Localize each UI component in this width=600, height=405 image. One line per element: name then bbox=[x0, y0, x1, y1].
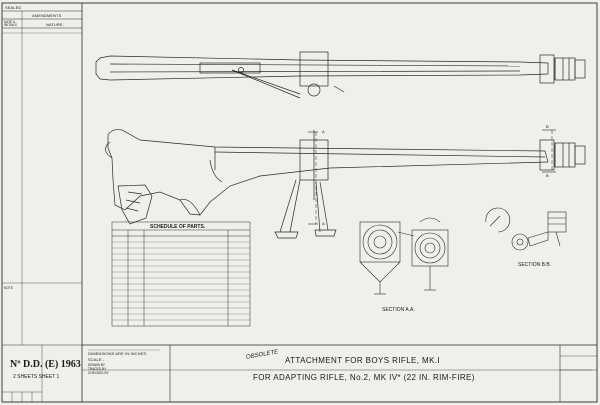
sheet-count: 2 SHEETS SHEET 1 bbox=[13, 374, 60, 380]
note-label: NOTE bbox=[4, 286, 13, 290]
drawing-number: Nº D.D. (E) 1963 bbox=[10, 359, 81, 370]
drawn-by-label: DRAWN BY bbox=[88, 363, 106, 367]
amendments-label: AMENDMENTS bbox=[32, 13, 62, 18]
cut-label-b-bottom: B bbox=[546, 173, 549, 178]
sealed-label: SEALED bbox=[5, 5, 22, 10]
checked-by-label: CHECKED BY bbox=[88, 371, 109, 375]
cut-label-b-top: B bbox=[546, 124, 549, 129]
traced-by-label: TRACED BY bbox=[88, 367, 107, 371]
section-aa-label: SECTION A.A. bbox=[382, 307, 415, 313]
cut-label-a-top: A bbox=[322, 129, 325, 134]
drawing-title-line2: FOR ADAPTING RIFLE, No.2, MK IV* (22 IN.… bbox=[253, 373, 475, 382]
date-initials-header: DATE & INITIALS bbox=[4, 20, 17, 28]
section-bb-label: SECTION B.B. bbox=[518, 262, 552, 268]
scale-label: SCALE - bbox=[88, 357, 105, 362]
dimensions-note: DIMENSIONS ARE IN INCHES. bbox=[88, 351, 148, 356]
nature-header: NATURE. bbox=[46, 22, 64, 27]
schedule-title: SCHEDULE OF PARTS. bbox=[150, 224, 206, 230]
cut-label-a-bottom: A bbox=[322, 221, 325, 226]
drawing-title-line1: ATTACHMENT FOR BOYS RIFLE, MK.I bbox=[285, 356, 441, 365]
